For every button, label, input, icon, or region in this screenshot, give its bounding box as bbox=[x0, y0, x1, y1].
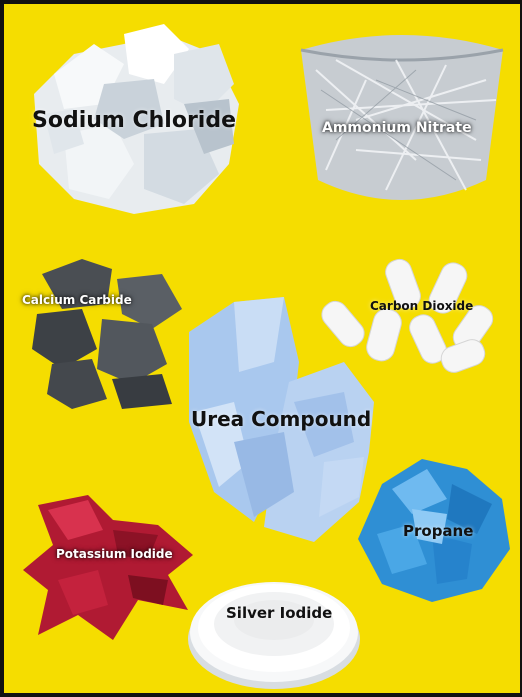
ammonium-nitrate-crystal-image bbox=[300, 35, 504, 200]
potassium-iodide-label: Potassium Iodide bbox=[56, 547, 173, 561]
silver-iodide-dish-image bbox=[188, 582, 360, 689]
urea-compound-label: Urea Compound bbox=[191, 407, 372, 431]
carbon-dioxide-label: Carbon Dioxide bbox=[370, 299, 474, 313]
calcium-carbide-rock-image bbox=[32, 259, 182, 409]
potassium-iodide-crystal-image bbox=[23, 495, 193, 640]
calcium-carbide-label: Calcium Carbide bbox=[22, 293, 132, 307]
propane-crystal-image bbox=[358, 459, 510, 602]
sodium-chloride-crystal-image bbox=[34, 24, 239, 214]
ammonium-nitrate-label: Ammonium Nitrate bbox=[322, 120, 472, 136]
carbon-dioxide-pellets-image bbox=[321, 258, 494, 373]
silver-iodide-label: Silver Iodide bbox=[226, 604, 333, 622]
sodium-chloride-label: Sodium Chloride bbox=[32, 108, 237, 133]
propane-label: Propane bbox=[403, 522, 474, 540]
urea-compound-crystal-image bbox=[189, 297, 374, 542]
